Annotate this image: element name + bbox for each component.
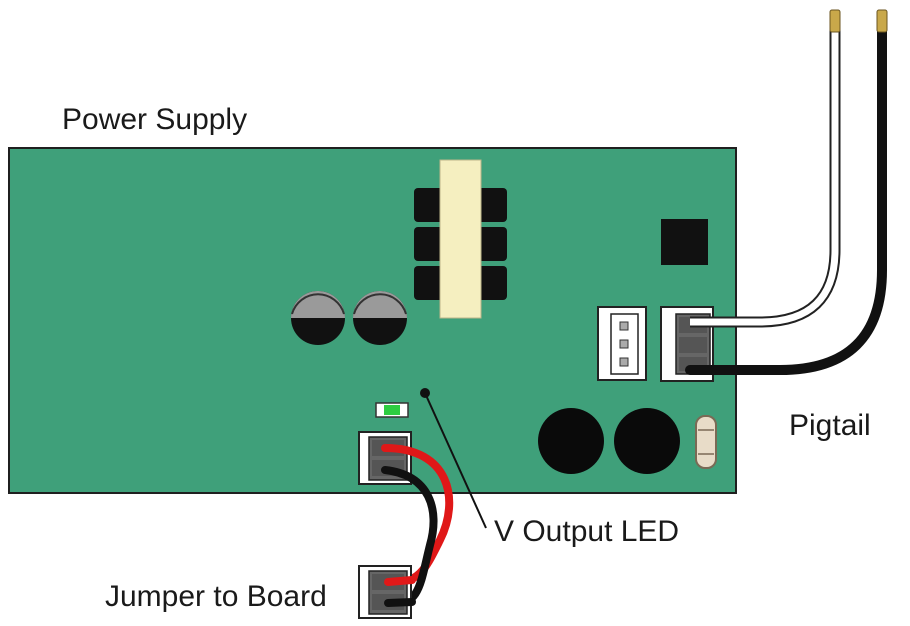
jumper-end-connector bbox=[358, 565, 416, 619]
capacitor-left bbox=[291, 291, 345, 345]
v-output-led-leader-line bbox=[424, 392, 487, 529]
jumper-to-board-label: Jumper to Board bbox=[105, 580, 327, 613]
ic-chip bbox=[661, 219, 708, 265]
large-component-left bbox=[538, 408, 604, 474]
power-supply-label: Power Supply bbox=[62, 103, 247, 136]
capacitor-right bbox=[353, 291, 407, 345]
fuse bbox=[695, 415, 717, 469]
pigtail-label: Pigtail bbox=[789, 409, 871, 442]
transformer bbox=[414, 159, 507, 319]
white-connector bbox=[597, 306, 647, 381]
pigtail-wires bbox=[685, 9, 888, 375]
v-output-led bbox=[375, 402, 409, 418]
large-component-right bbox=[614, 408, 680, 474]
v-output-led-label: V Output LED bbox=[494, 515, 679, 548]
